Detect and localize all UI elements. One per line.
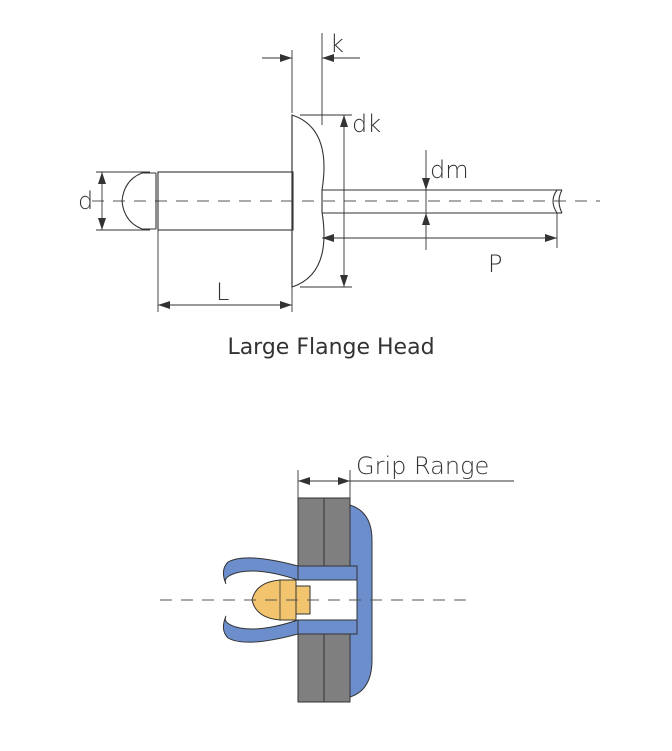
flange-head <box>291 114 325 288</box>
large-flange-rivet-drawing <box>92 114 600 288</box>
dim-dm: dm <box>422 150 469 250</box>
label-grip-range: Grip Range <box>356 452 489 480</box>
label-p: P <box>488 250 502 278</box>
dim-d: d <box>78 171 150 231</box>
plates <box>297 497 351 703</box>
label-dm: dm <box>430 156 469 184</box>
dim-p: P <box>322 213 558 278</box>
label-dk: dk <box>352 110 381 138</box>
dim-dk: dk <box>300 110 381 288</box>
rivet-body-installed <box>222 504 373 698</box>
dim-k: k <box>262 30 360 125</box>
mandrel-head-installed <box>251 579 311 621</box>
caption-large-flange-head: Large Flange Head <box>227 335 434 360</box>
rivet-shank <box>157 171 294 231</box>
label-d: d <box>78 187 93 215</box>
mandrel-tip-end <box>558 189 563 214</box>
dim-l: L <box>157 230 293 312</box>
grip-range-drawing: Grip Range <box>160 452 514 703</box>
label-l: L <box>216 278 229 306</box>
mandrel-dome <box>121 172 156 230</box>
label-k: k <box>330 30 344 58</box>
mandrel-tip <box>552 189 558 214</box>
